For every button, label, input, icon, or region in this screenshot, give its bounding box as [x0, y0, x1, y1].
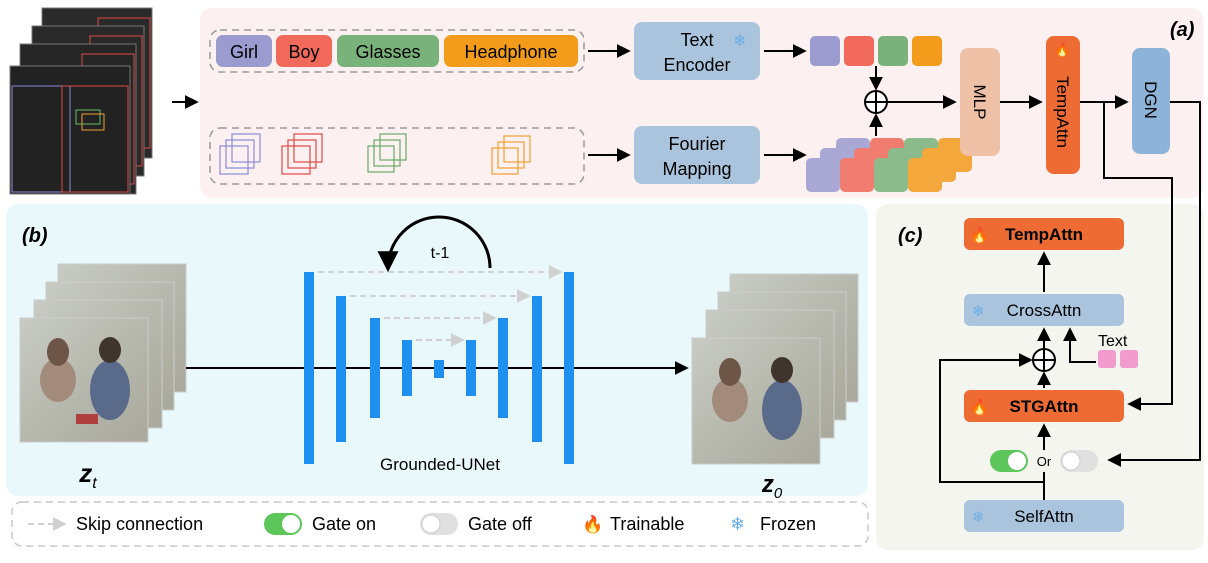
gate-on-toggle	[990, 450, 1028, 472]
text-token-2	[1120, 350, 1138, 368]
svg-text:Gate off: Gate off	[468, 514, 533, 534]
skip-connections	[318, 265, 563, 347]
svg-text:Fourier: Fourier	[668, 134, 725, 154]
unet-label: Grounded-UNet	[380, 455, 500, 474]
legend-trainable: 🔥 Trainable	[582, 514, 684, 534]
panel-a-label: (a)	[1170, 19, 1195, 41]
text-encoder-block: Text Encoder ❄	[634, 22, 760, 80]
svg-text:Gate on: Gate on	[312, 514, 376, 534]
or-label: Or	[1037, 454, 1052, 469]
svg-text:Encoder: Encoder	[663, 55, 730, 75]
tag-headphone: Headphone	[444, 35, 578, 67]
mlp-block: MLP	[960, 48, 1000, 156]
dgn-block: DGN	[1132, 48, 1170, 154]
output-latent-stack	[691, 273, 859, 465]
svg-text:Mapping: Mapping	[662, 159, 731, 179]
svg-text:DGN: DGN	[1141, 81, 1160, 119]
z-t-label: zt	[78, 458, 97, 492]
tempattn-to-stgattn-connector	[1103, 102, 1173, 411]
svg-text:Trainable: Trainable	[610, 514, 684, 534]
bbox-frame-stack	[9, 7, 153, 195]
svg-text:Frozen: Frozen	[760, 514, 816, 534]
fourier-mapping-block: Fourier Mapping	[634, 126, 760, 184]
tempattn-block-c: 🔥 TempAttn	[964, 218, 1124, 250]
legend-skip: Skip connection	[28, 514, 203, 534]
timestep-label: t-1	[431, 245, 450, 262]
svg-text:Headphone: Headphone	[464, 42, 557, 62]
stgattn-block: 🔥 STGAttn	[964, 390, 1124, 422]
snowflake-icon: ❄	[733, 33, 746, 50]
fire-icon: 🔥	[1054, 42, 1070, 57]
selfattn-block: ❄ SelfAttn	[964, 500, 1124, 532]
tag-glasses: Glasses	[337, 35, 439, 67]
svg-text:TempAttn: TempAttn	[1053, 76, 1072, 148]
unet-bars	[304, 272, 574, 464]
input-latent-stack	[19, 263, 187, 443]
text-embedding-squares	[810, 36, 942, 66]
sum-node-a	[864, 90, 888, 114]
snowflake-icon: ❄	[972, 303, 985, 320]
z-0-label: z0	[761, 471, 783, 502]
tag-girl: Girl	[216, 35, 272, 67]
panel-b-background	[6, 204, 868, 496]
bbox-icons	[219, 133, 531, 175]
timestep-loop-arrow	[377, 215, 492, 273]
legend-gate-on: Gate on	[264, 513, 376, 535]
sum-node-c	[1032, 348, 1056, 372]
svg-text:MLP: MLP	[970, 85, 989, 120]
text-token-1	[1098, 350, 1116, 368]
text-condition-label: Text	[1098, 333, 1128, 350]
crossattn-block: ❄ CrossAttn	[964, 294, 1124, 326]
svg-text:Girl: Girl	[230, 42, 258, 62]
legend-box	[11, 501, 869, 547]
panel-c-label: (c)	[898, 225, 923, 247]
fourier-embedding-stack	[806, 138, 972, 192]
text-to-cross-arrow	[1063, 327, 1096, 363]
svg-text:Skip connection: Skip connection	[76, 514, 203, 534]
svg-text:Boy: Boy	[288, 42, 319, 62]
snowflake-icon: ❄	[972, 509, 985, 526]
svg-text:STGAttn: STGAttn	[1010, 397, 1079, 416]
gate-off-toggle	[1060, 450, 1098, 472]
svg-text:SelfAttn: SelfAttn	[1014, 507, 1074, 526]
fire-icon: 🔥	[970, 398, 989, 416]
fire-icon: 🔥	[582, 514, 603, 534]
bbox-group-box	[209, 127, 585, 185]
legend-gate-off: Gate off	[420, 513, 533, 535]
panel-c-background	[876, 204, 1204, 550]
residual-connector	[939, 353, 1044, 483]
svg-text:CrossAttn: CrossAttn	[1007, 301, 1082, 320]
fire-icon: 🔥	[970, 226, 989, 244]
legend-frozen: ❄ Frozen	[730, 514, 816, 534]
svg-text:TempAttn: TempAttn	[1005, 225, 1083, 244]
svg-text:Text: Text	[680, 30, 713, 50]
tag-boy: Boy	[276, 35, 332, 67]
tempattn-block-a: TempAttn 🔥	[1046, 36, 1080, 174]
dgn-to-gate-connector	[1107, 101, 1201, 467]
snowflake-icon: ❄	[730, 514, 745, 534]
panel-b-label: (b)	[22, 225, 48, 247]
svg-text:Glasses: Glasses	[355, 42, 420, 62]
